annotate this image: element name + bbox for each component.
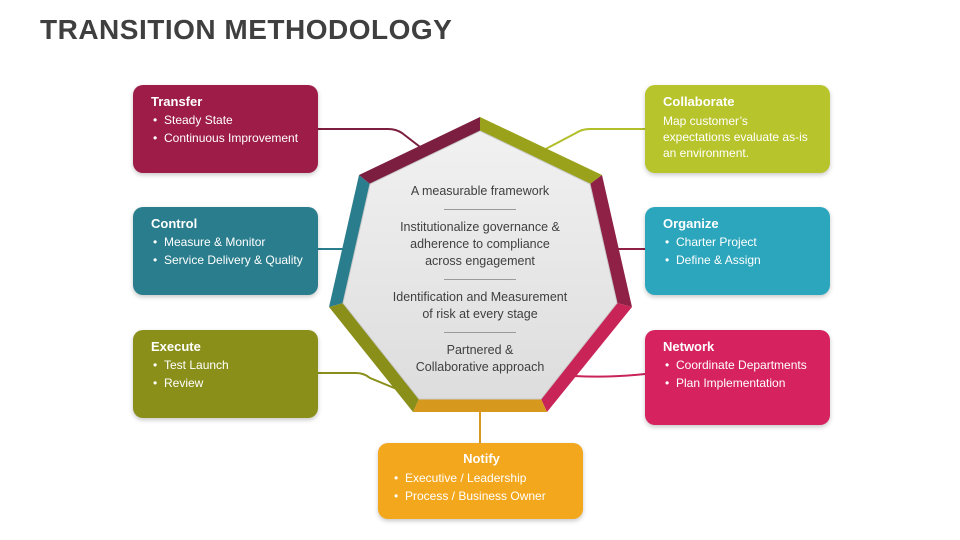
network-box-bullets: Coordinate Departments Plan Implementati… — [663, 358, 818, 392]
execute-box-title: Execute — [151, 339, 201, 354]
heptagon-item-3: Identification and Measurement of risk a… — [392, 290, 568, 321]
heptagon-edge-right — [590, 175, 632, 307]
transfer-box: Transfer Steady State Continuous Improve… — [133, 85, 318, 173]
bullet-item: Plan Implementation — [663, 376, 818, 392]
heptagon-item-1: A measurable framework — [410, 184, 550, 198]
execute-box-bullets: Test Launch Review — [151, 358, 306, 392]
connector-network — [573, 373, 646, 378]
bullet-item: Executive / Leadership — [392, 471, 571, 487]
heptagon-face — [342, 130, 618, 400]
organize-box: Organize Charter Project Define & Assign — [645, 207, 830, 295]
connector-transfer — [318, 128, 425, 151]
heptagon-item-2: Institutionalize governance & adherence … — [400, 220, 560, 268]
organize-box-bullets: Charter Project Define & Assign — [663, 235, 818, 269]
bullet-item: Test Launch — [151, 358, 306, 374]
connector-collaborate — [539, 128, 645, 153]
heptagon-edge-upper-left — [329, 175, 370, 307]
bullet-item: Continuous Improvement — [151, 131, 306, 147]
collaborate-box-text: Map customer’s expectations evaluate as-… — [663, 114, 808, 161]
connector-execute — [318, 372, 405, 393]
control-box-title: Control — [151, 216, 198, 231]
bullet-item: Charter Project — [663, 235, 818, 251]
heptagon-edge-lower-left — [329, 303, 419, 412]
network-box-title: Network — [663, 339, 715, 354]
bullet-item: Define & Assign — [663, 253, 818, 269]
heptagon-item-4: Partnered & Collaborative approach — [415, 343, 545, 374]
notify-box-title: Notify — [463, 451, 500, 466]
notify-box: Notify Executive / Leadership Process / … — [378, 443, 583, 519]
notify-box-bullets: Executive / Leadership Process / Busines… — [392, 471, 571, 505]
collaborate-box: Collaborate Map customer’s expectations … — [645, 85, 830, 173]
heptagon-edge-bottom — [413, 399, 547, 412]
divider — [444, 209, 516, 210]
network-box: Network Coordinate Departments Plan Impl… — [645, 330, 830, 425]
divider — [444, 279, 516, 280]
heptagon-edge-top-right — [480, 117, 602, 184]
organize-box-title: Organize — [663, 216, 719, 231]
control-box: Control Measure & Monitor Service Delive… — [133, 207, 318, 295]
heptagon-edge-lower-right — [541, 303, 632, 412]
collaborate-box-title: Collaborate — [663, 94, 735, 109]
heptagon-text-block: A measurable framework Institutionalize … — [368, 183, 592, 376]
control-box-bullets: Measure & Monitor Service Delivery & Qua… — [151, 235, 306, 269]
bullet-item: Measure & Monitor — [151, 235, 306, 251]
bullet-item: Steady State — [151, 113, 306, 129]
transfer-box-title: Transfer — [151, 94, 203, 109]
bullet-item: Service Delivery & Quality — [151, 253, 306, 269]
page-title: TRANSITION METHODOLOGY — [40, 14, 453, 45]
heptagon-edge-top-left — [359, 117, 480, 184]
transfer-box-bullets: Steady State Continuous Improvement — [151, 113, 306, 147]
bullet-item: Coordinate Departments — [663, 358, 818, 374]
bullet-item: Review — [151, 376, 306, 392]
divider — [444, 332, 516, 333]
bullet-item: Process / Business Owner — [392, 489, 571, 505]
execute-box: Execute Test Launch Review — [133, 330, 318, 418]
